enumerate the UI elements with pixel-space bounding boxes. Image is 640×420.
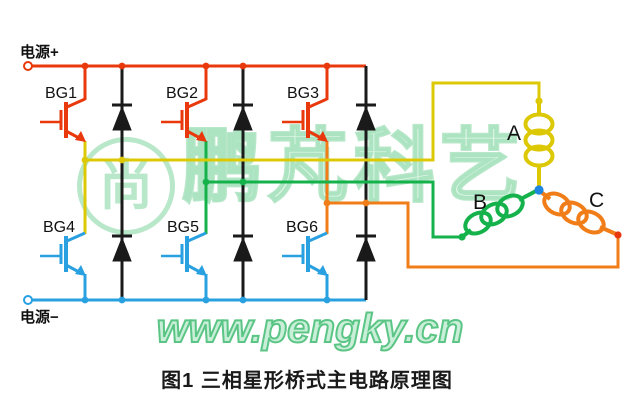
phase-c-bus-wire <box>327 201 620 269</box>
negative-terminal <box>23 295 33 305</box>
label-phase-c: C <box>589 189 604 212</box>
watermark-seal-logo: 尚 <box>77 137 175 235</box>
igbt-bg3 <box>280 97 330 144</box>
label-bg1: BG1 <box>45 85 77 102</box>
label-bg2: BG2 <box>166 85 198 102</box>
label-bg5: BG5 <box>167 219 199 236</box>
positive-terminal <box>23 61 33 71</box>
label-phase-a: A <box>507 122 521 145</box>
label-bg4: BG4 <box>43 219 75 236</box>
igbt-bg4 <box>38 231 88 278</box>
watermark-url-text: www.pengky.cn <box>156 305 465 351</box>
igbt-bg2 <box>159 97 209 144</box>
label-phase-b: B <box>473 191 487 214</box>
igbt-bg6 <box>280 231 330 278</box>
label-bg3: BG3 <box>287 85 319 102</box>
negative-rail-label: 电源− <box>20 308 59 326</box>
star-point-dot <box>534 185 544 195</box>
phase-a-bus-wire <box>85 81 541 162</box>
watermark-brand-characters: 鹏芃科艺 <box>181 122 526 211</box>
positive-rail-label: 电源+ <box>20 43 59 61</box>
junction-dots <box>81 62 622 304</box>
label-bg6: BG6 <box>286 219 318 236</box>
igbt-bg1 <box>38 97 88 144</box>
phase-b-bus-wire <box>206 180 462 239</box>
figure-caption: 图1 三相星形桥式主电路原理图 <box>161 370 453 392</box>
diode-leg-1 <box>110 64 134 302</box>
coil-phase-a <box>523 101 555 189</box>
watermark-seal-char: 尚 <box>99 156 153 216</box>
coil-phase-c <box>539 190 617 236</box>
igbt-bg5 <box>159 231 209 278</box>
